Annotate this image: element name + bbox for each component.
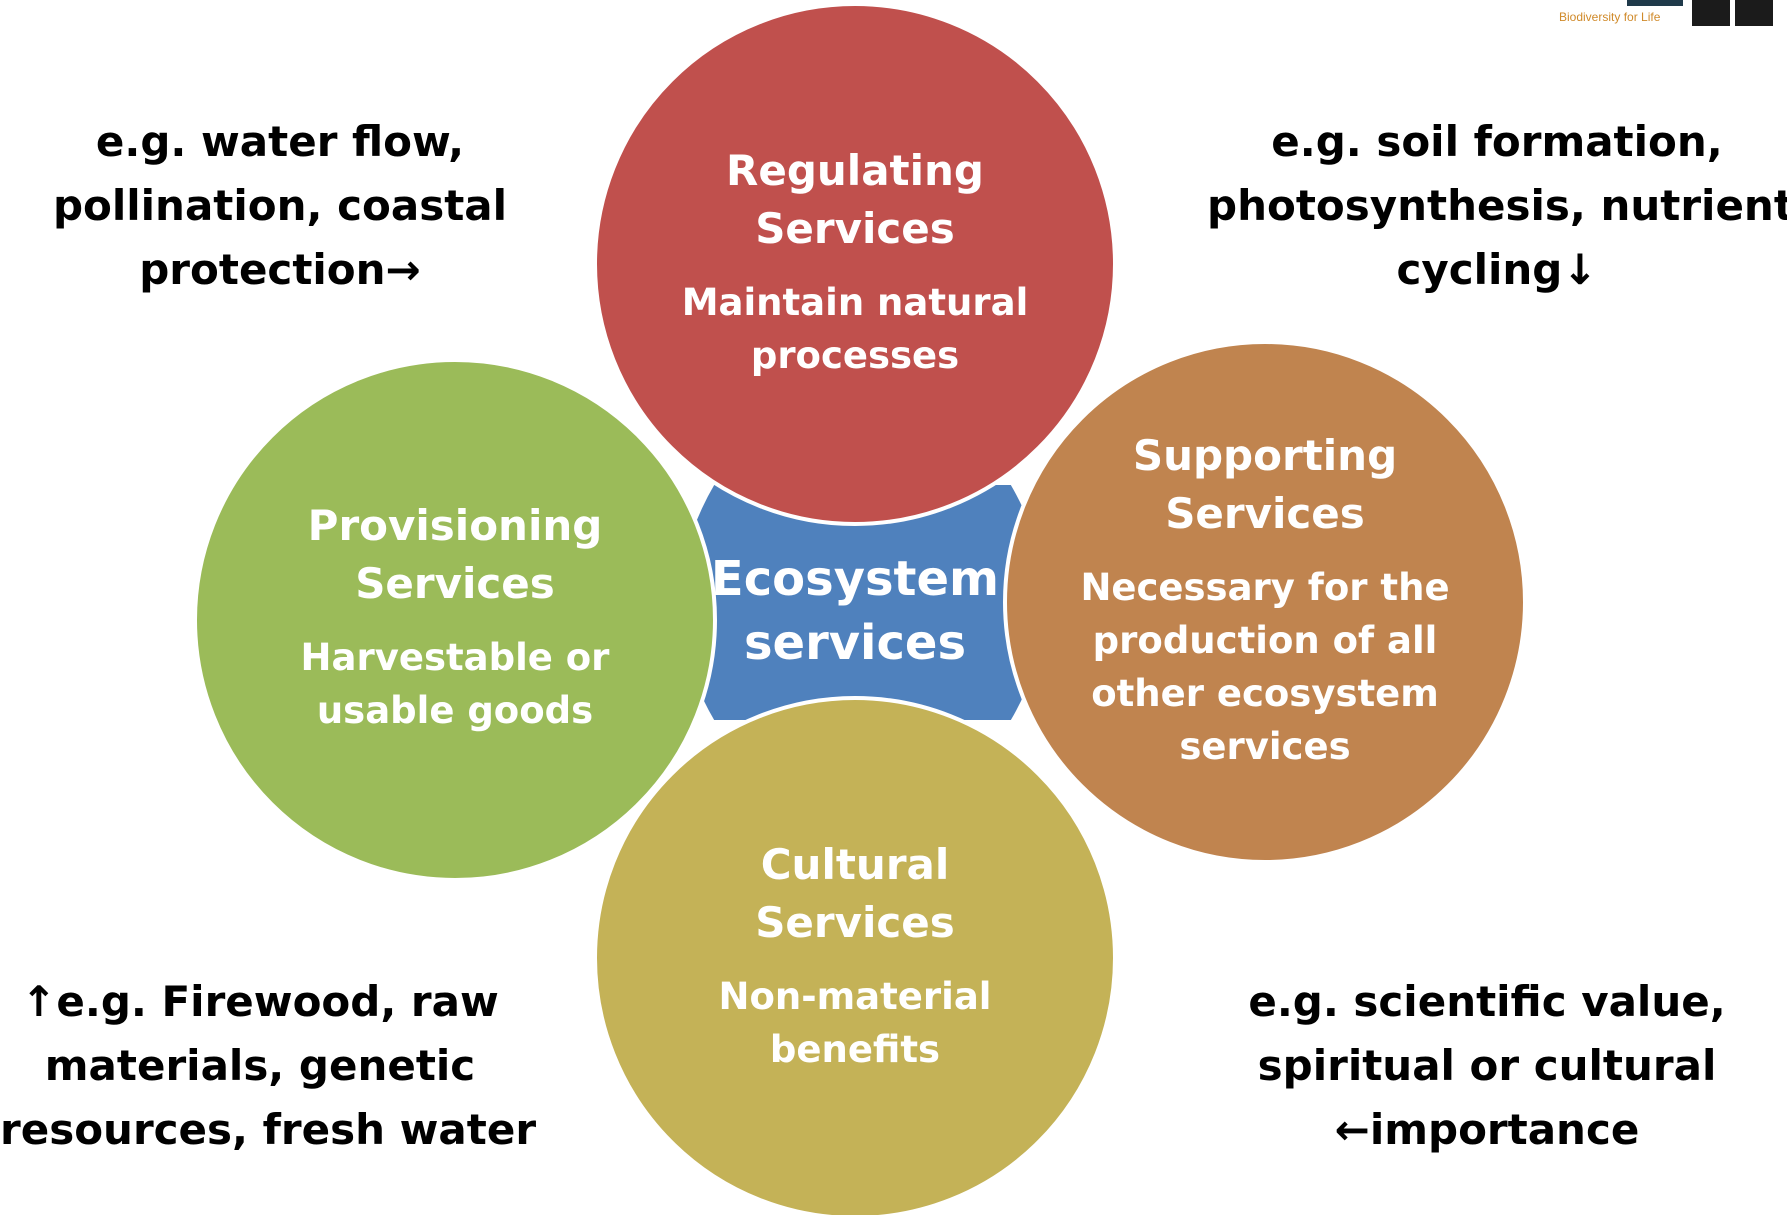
regulating-services-circle	[593, 2, 1117, 526]
cultural-example-line-3: ←importance	[1334, 1105, 1640, 1154]
logo: Biodiversity for Life	[1547, 0, 1787, 30]
cultural-title-line-2: Services	[755, 898, 955, 947]
provisioning-example-line-3: resources, fresh water	[0, 1105, 537, 1154]
supporting-desc-line-3: other ecosystem	[1091, 672, 1439, 715]
center-label-line-1: Ecosystem	[710, 551, 1000, 607]
cultural-example-line-1: e.g. scientific value,	[1248, 977, 1726, 1026]
provisioning-desc-line-1: Harvestable or	[300, 636, 610, 679]
cultural-desc-line-2: benefits	[769, 1028, 941, 1071]
regulating-desc-line-2: processes	[750, 334, 960, 377]
center-label: Ecosystem services	[705, 547, 1005, 675]
cultural-examples: e.g. scientific value, spiritual or cult…	[1207, 970, 1767, 1162]
supporting-example-line-3: cycling↓	[1396, 245, 1598, 294]
provisioning-title-line-1: Provisioning	[307, 501, 603, 550]
logo-image-2	[1735, 0, 1773, 26]
regulating-examples: e.g. water flow, pollination, coastal pr…	[0, 110, 560, 302]
regulating-example-line-3: protection→	[139, 245, 421, 294]
center-label-line-2: services	[743, 615, 967, 671]
regulating-title-line-2: Services	[755, 204, 955, 253]
cultural-example-line-2: spiritual or cultural	[1257, 1041, 1717, 1090]
cultural-services-label: Cultural Services Non-material benefits	[625, 836, 1085, 1076]
supporting-services-label: Supporting Services Necessary for the pr…	[1035, 427, 1495, 773]
supporting-desc-line-2: production of all	[1092, 619, 1438, 662]
regulating-example-line-1: e.g. water flow,	[95, 117, 465, 166]
provisioning-examples: ↑e.g. Firewood, raw materials, genetic r…	[0, 970, 537, 1162]
supporting-example-line-2: photosynthesis, nutrient	[1207, 181, 1787, 230]
cultural-title-line-1: Cultural	[760, 840, 950, 889]
regulating-example-line-2: pollination, coastal	[52, 181, 508, 230]
logo-tagline: Biodiversity for Life	[1559, 10, 1661, 24]
cultural-desc-line-1: Non-material	[718, 975, 992, 1018]
supporting-services-circle	[1003, 340, 1527, 864]
supporting-example-line-1: e.g. soil formation,	[1271, 117, 1723, 166]
provisioning-example-line-1: ↑e.g. Firewood, raw	[21, 977, 499, 1026]
logo-wordmark	[1627, 0, 1683, 6]
supporting-title-line-1: Supporting	[1132, 431, 1398, 480]
supporting-examples: e.g. soil formation, photosynthesis, nut…	[1207, 110, 1787, 302]
logo-image-1	[1692, 0, 1730, 26]
provisioning-services-label: Provisioning Services Harvestable or usa…	[225, 497, 685, 737]
regulating-desc-line-1: Maintain natural	[681, 281, 1029, 324]
provisioning-example-line-2: materials, genetic	[44, 1041, 476, 1090]
supporting-title-line-2: Services	[1165, 489, 1365, 538]
regulating-services-label: Regulating Services Maintain natural pro…	[625, 142, 1085, 382]
provisioning-desc-line-2: usable goods	[316, 689, 594, 732]
supporting-desc-line-1: Necessary for the	[1080, 566, 1450, 609]
regulating-title-line-1: Regulating	[726, 146, 984, 195]
supporting-desc-line-4: services	[1179, 725, 1351, 768]
provisioning-services-circle	[193, 358, 717, 882]
cultural-services-circle	[593, 696, 1117, 1215]
provisioning-title-line-2: Services	[355, 559, 555, 608]
